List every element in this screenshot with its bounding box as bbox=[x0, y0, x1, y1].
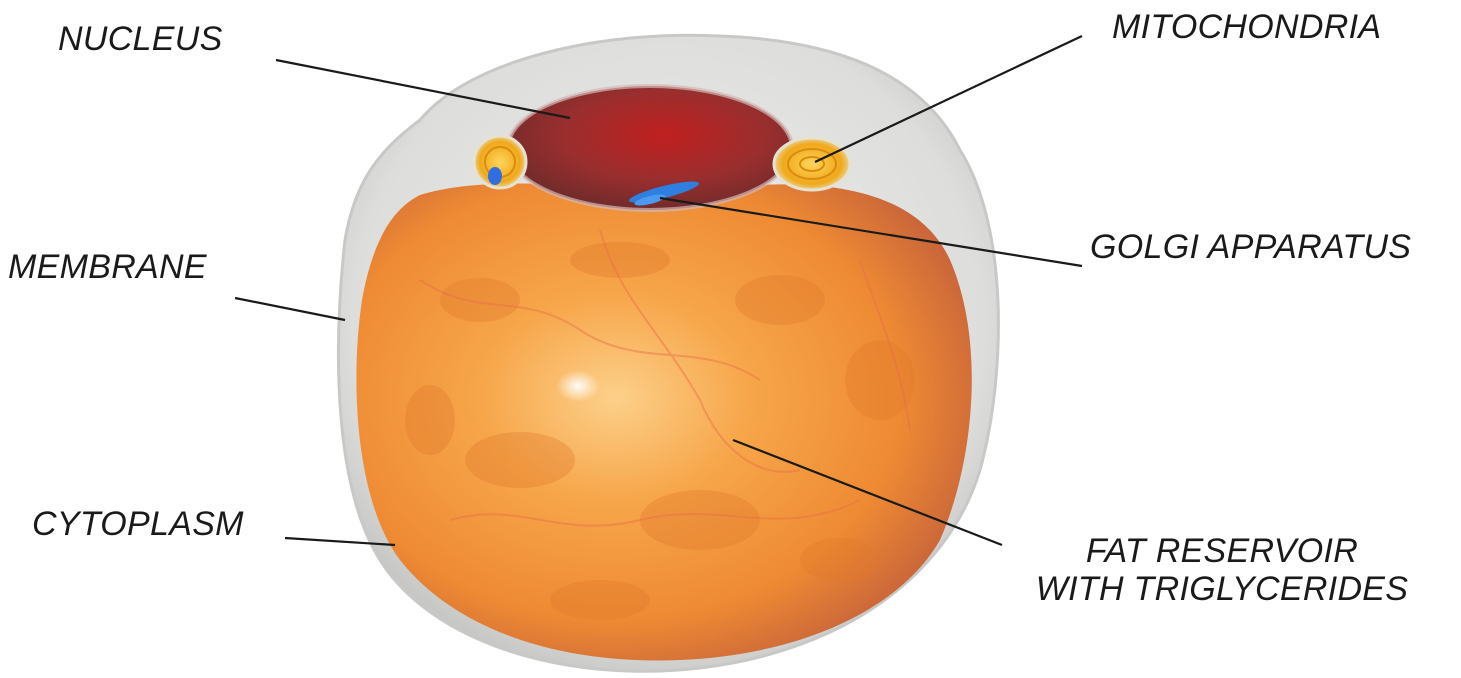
fat-highlight bbox=[556, 370, 600, 402]
mitochondrion-left bbox=[474, 136, 526, 188]
label-nucleus: NUCLEUS bbox=[58, 20, 223, 58]
label-cytoplasm: CYTOPLASM bbox=[32, 505, 244, 543]
label-fat-reservoir: FAT RESERVOIR WITH TRIGLYCERIDES bbox=[1012, 532, 1432, 608]
label-golgi-apparatus: GOLGI APPARATUS bbox=[1090, 228, 1411, 266]
mitochondrion-right bbox=[774, 138, 850, 190]
label-fat-reservoir-line2: WITH TRIGLYCERIDES bbox=[1012, 570, 1432, 608]
leader-membrane bbox=[235, 298, 345, 320]
label-membrane: MEMBRANE bbox=[8, 248, 207, 286]
label-fat-reservoir-line1: FAT RESERVOIR bbox=[1012, 532, 1432, 570]
label-mitochondria: MITOCHONDRIA bbox=[1112, 8, 1381, 46]
